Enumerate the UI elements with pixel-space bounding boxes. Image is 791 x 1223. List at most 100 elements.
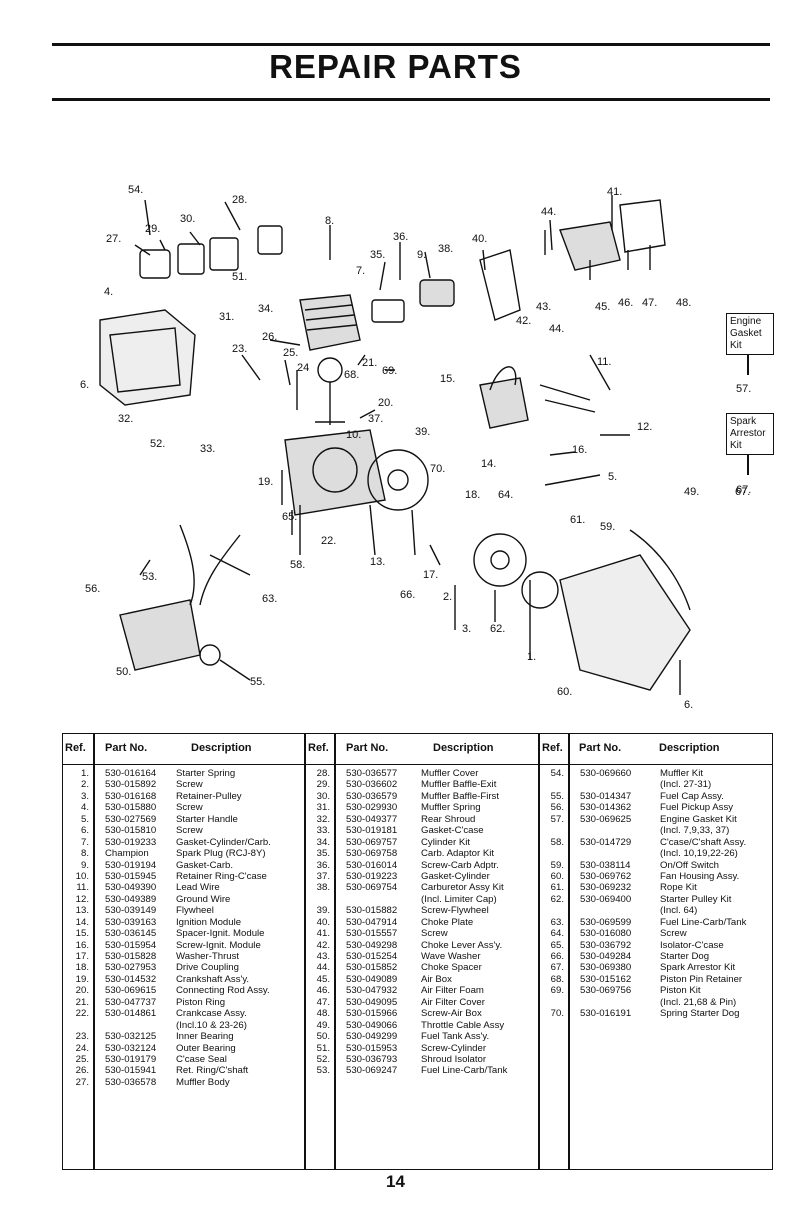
description-cell: Throttle Cable Assy bbox=[421, 1019, 505, 1031]
part-number-cell: 530-014347 bbox=[580, 790, 632, 802]
part-number-cell: 530-069758 bbox=[346, 848, 398, 860]
callout: 58. bbox=[290, 559, 305, 571]
callout: 41. bbox=[607, 186, 622, 198]
starter-pulley-part bbox=[473, 533, 527, 587]
callout: 45. bbox=[595, 301, 610, 313]
column-divider bbox=[538, 734, 540, 1169]
description-cell: Drive Coupling bbox=[176, 962, 239, 974]
ref-cell: 30. bbox=[316, 790, 330, 802]
callout: 39. bbox=[415, 426, 430, 438]
carburetor-part bbox=[419, 279, 455, 307]
table-row: (Incl. 10,19,22-26) bbox=[538, 848, 774, 859]
description-cell: (Incl. 21,68 & Pin) bbox=[660, 996, 737, 1008]
part-number-cell: 530-069380 bbox=[580, 962, 632, 974]
description-cell: C'case/C'shaft Assy. bbox=[660, 836, 747, 848]
description-cell: Rear Shroud bbox=[421, 813, 476, 825]
column-divider bbox=[334, 734, 336, 1169]
description-cell: Gasket-C'case bbox=[421, 825, 484, 837]
ref-cell: 39. bbox=[316, 905, 330, 917]
piston-part bbox=[317, 357, 343, 383]
ref-cell: 16. bbox=[75, 939, 89, 951]
callout: 25. bbox=[283, 347, 298, 359]
callout: 51. bbox=[232, 271, 247, 283]
callout: 66. bbox=[400, 589, 415, 601]
callout: 15. bbox=[440, 373, 455, 385]
callout: 18. bbox=[465, 489, 480, 501]
part-number-cell: 530-047914 bbox=[346, 916, 398, 928]
part-number-cell: 530-038114 bbox=[580, 859, 631, 871]
description-cell: Cylinder Kit bbox=[421, 836, 471, 848]
parts-table: Ref. Part No. Description Ref. Part No. … bbox=[62, 733, 773, 1170]
callout: 70. bbox=[430, 463, 445, 475]
description-cell: Ignition Module bbox=[176, 916, 242, 928]
callout: 20. bbox=[378, 397, 393, 409]
description-cell: Shroud Isolator bbox=[421, 1053, 487, 1065]
ref-cell: 6. bbox=[80, 825, 89, 837]
description-cell: Fuel Line-Carb/Tank bbox=[421, 1065, 508, 1077]
description-cell: Connecting Rod Assy. bbox=[176, 985, 270, 997]
description-cell: Fuel Line-Carb/Tank bbox=[660, 916, 747, 928]
callout: 48. bbox=[676, 297, 691, 309]
part-number-cell: 530-032125 bbox=[105, 1031, 157, 1043]
ref-cell: 53. bbox=[316, 1065, 330, 1077]
callout: 8. bbox=[325, 215, 334, 227]
part-number-cell: 530-015162 bbox=[580, 973, 632, 985]
ref-cell: 29. bbox=[316, 779, 330, 791]
description-cell: Muffler Spring bbox=[421, 802, 481, 814]
ref-cell: 52. bbox=[316, 1053, 330, 1065]
callout: 3. bbox=[462, 623, 471, 635]
callout: 28. bbox=[232, 194, 247, 206]
part-number-cell: 530-049389 bbox=[105, 893, 157, 905]
ref-cell: 1. bbox=[80, 768, 89, 779]
description-cell: Lead Wire bbox=[176, 882, 220, 894]
description-cell: Flywheel bbox=[176, 905, 214, 917]
ref-cell: 24. bbox=[75, 1042, 89, 1054]
flywheel-part bbox=[367, 449, 429, 511]
callout: 50. bbox=[116, 666, 131, 678]
ref-cell: 37. bbox=[316, 870, 330, 882]
ref-cell: 46. bbox=[316, 985, 330, 997]
part-number-cell: 530-049284 bbox=[580, 951, 632, 962]
ref-cell: 20. bbox=[75, 985, 89, 997]
callout: 24 bbox=[297, 362, 309, 374]
part-number-cell: 530-016080 bbox=[580, 928, 632, 940]
ref-cell: 21. bbox=[75, 996, 89, 1008]
ref-cell: 40. bbox=[316, 916, 330, 928]
part-number-cell: 530-036602 bbox=[346, 779, 398, 791]
page-number: 14 bbox=[386, 1172, 405, 1191]
cylinder-part bbox=[299, 294, 361, 351]
callout: 12. bbox=[637, 421, 652, 433]
ref-cell: 8. bbox=[80, 848, 89, 860]
description-cell: Gasket-Cylinder/Carb. bbox=[176, 836, 271, 848]
table-row: (Incl. 64) bbox=[538, 905, 774, 916]
description-cell: Screw-Ignit. Module bbox=[176, 939, 261, 951]
part-number-cell: 530-036577 bbox=[346, 768, 398, 779]
fan-housing-part bbox=[559, 554, 691, 691]
ref-cell: 43. bbox=[316, 951, 330, 962]
ref-cell: 70. bbox=[550, 1008, 564, 1020]
callout: 60. bbox=[557, 686, 572, 698]
table-row: (Incl. 7,9,33, 37) bbox=[538, 825, 774, 836]
parts-table-header: Ref. Part No. Description Ref. Part No. … bbox=[63, 734, 772, 765]
description-cell: Rope Kit bbox=[660, 882, 697, 894]
